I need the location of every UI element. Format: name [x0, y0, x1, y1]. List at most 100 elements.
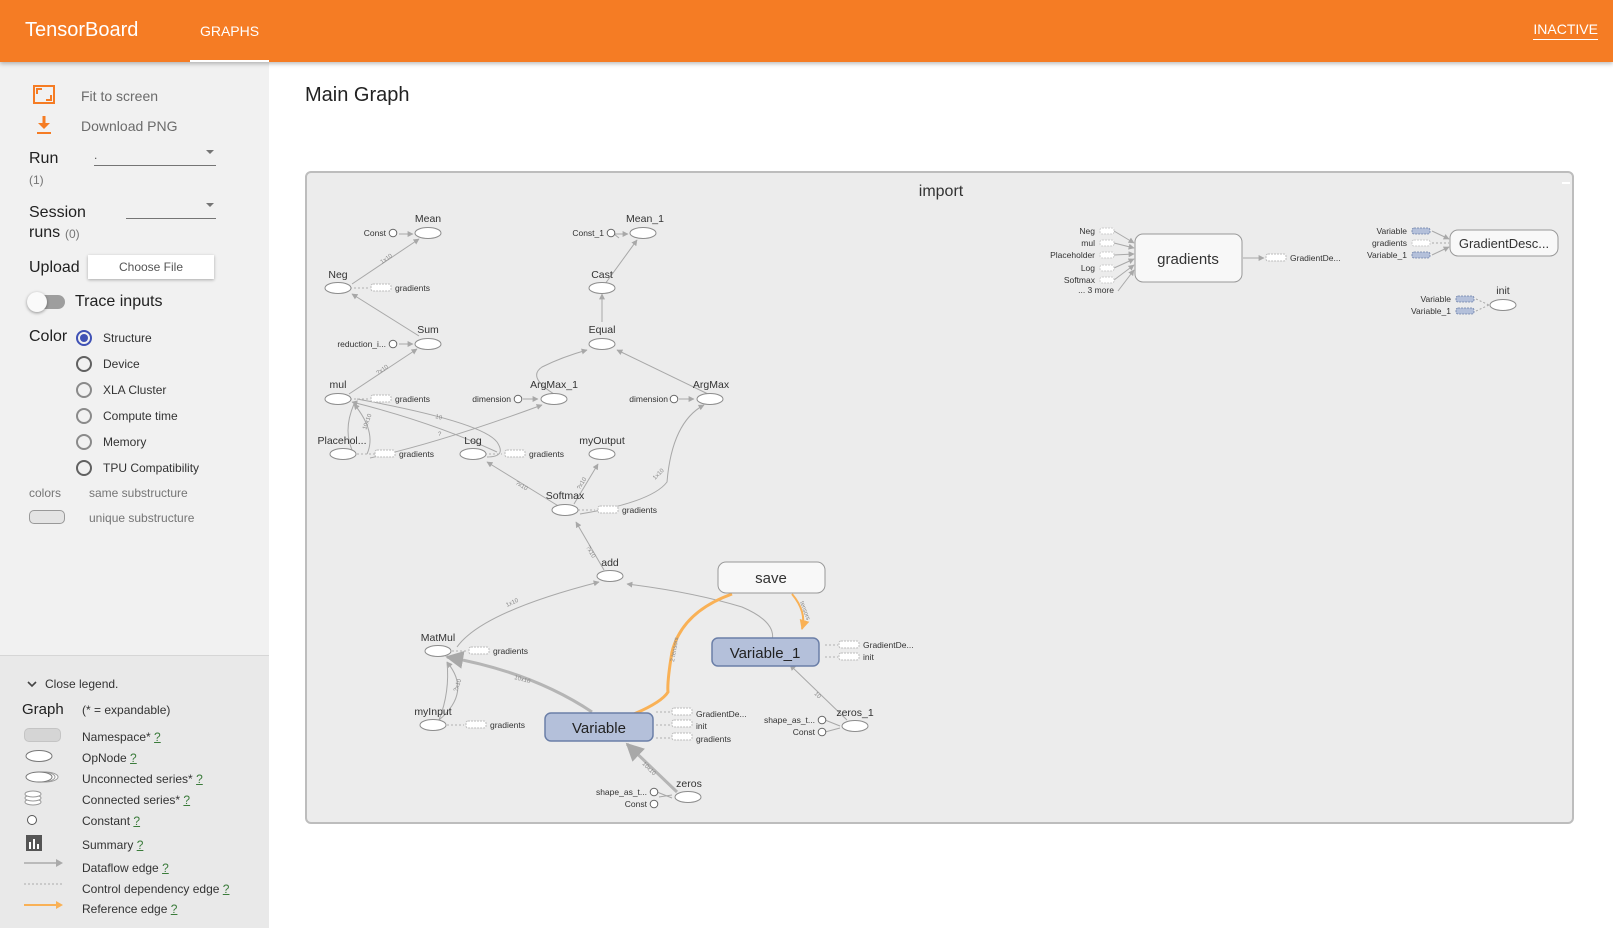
radio-structure[interactable]	[76, 330, 92, 346]
node-mean-1[interactable]	[629, 227, 657, 239]
run-select[interactable]: .	[94, 146, 216, 166]
color-option-structure[interactable]: Structure	[76, 330, 236, 348]
color-option-compute-time[interactable]: Compute time	[76, 408, 236, 426]
series-box[interactable]	[1099, 239, 1115, 247]
graph-namespace-import[interactable]: import	[305, 171, 1574, 824]
series-box[interactable]	[1099, 251, 1115, 259]
edge-label: 10x10	[362, 413, 373, 431]
series-box[interactable]	[671, 707, 693, 716]
radio-memory[interactable]	[76, 434, 92, 450]
radio-compute-time[interactable]	[76, 408, 92, 424]
node-variable-1[interactable]	[711, 637, 820, 667]
series-box[interactable]	[1411, 239, 1431, 247]
node-myinput[interactable]	[419, 719, 447, 731]
series-box[interactable]	[597, 505, 619, 514]
help-link[interactable]: ?	[154, 730, 161, 744]
fit-to-screen-button[interactable]: Fit to screen	[30, 84, 230, 108]
choose-file-button[interactable]: Choose File	[88, 255, 214, 279]
series-box[interactable]	[838, 652, 860, 661]
series-box[interactable]	[374, 449, 396, 458]
const-node[interactable]	[817, 727, 827, 737]
node-argmax-1[interactable]	[540, 393, 568, 405]
radio-tpu[interactable]	[76, 460, 92, 476]
node-init[interactable]	[1489, 299, 1517, 311]
color-option-xla-cluster[interactable]: XLA Cluster	[76, 382, 236, 400]
series-box[interactable]	[671, 719, 693, 728]
help-link[interactable]: ?	[133, 814, 141, 828]
help-link[interactable]: ?	[222, 882, 230, 896]
node-add[interactable]	[596, 570, 624, 582]
const-node[interactable]	[817, 715, 827, 725]
series-box[interactable]	[1411, 251, 1431, 259]
edge-label: 10	[813, 691, 822, 700]
op-nodes	[324, 227, 1517, 803]
series-box[interactable]	[468, 646, 490, 655]
series-box[interactable]	[370, 283, 392, 292]
help-link[interactable]: ?	[170, 902, 178, 916]
color-option-tpu[interactable]: TPU Compatibility	[76, 460, 236, 478]
tab-graphs[interactable]: GRAPHS	[190, 0, 269, 62]
node-sum[interactable]	[414, 338, 442, 350]
color-option-label: Compute time	[103, 409, 178, 423]
session-runs-select[interactable]	[126, 199, 216, 219]
node-gradients[interactable]	[1134, 233, 1243, 283]
edge	[616, 349, 709, 395]
radio-device[interactable]	[76, 356, 92, 372]
series-box[interactable]	[1099, 276, 1115, 284]
graph-canvas[interactable]: import	[307, 173, 1572, 822]
label: mul	[330, 379, 347, 391]
label: gradients	[395, 283, 430, 293]
download-png-button[interactable]: Download PNG	[30, 114, 230, 138]
help-link[interactable]: ?	[162, 861, 169, 875]
node-variable[interactable]	[544, 712, 654, 742]
legend-item-summary: Summary ?	[82, 838, 144, 852]
node-neg[interactable]	[324, 282, 352, 294]
node-argmax[interactable]	[696, 393, 724, 405]
radio-xla-cluster[interactable]	[76, 382, 92, 398]
const-node[interactable]	[606, 228, 616, 238]
trace-inputs-toggle[interactable]	[27, 292, 65, 312]
inactive-dropdown[interactable]: INACTIVE	[1533, 21, 1598, 40]
help-link[interactable]: ?	[196, 772, 203, 786]
node-mean[interactable]	[414, 227, 442, 239]
label: Const	[625, 799, 648, 809]
color-option-memory[interactable]: Memory	[76, 434, 236, 452]
const-node[interactable]	[669, 394, 679, 404]
node-log[interactable]	[459, 448, 487, 460]
series-box[interactable]	[1455, 307, 1475, 315]
node-gradientdescent[interactable]	[1449, 229, 1559, 257]
session-label: Session	[29, 204, 86, 221]
node-mul[interactable]	[324, 393, 352, 405]
help-link[interactable]: ?	[183, 793, 191, 807]
const-node[interactable]	[388, 339, 398, 349]
node-equal[interactable]	[588, 338, 616, 350]
node-softmax[interactable]	[551, 504, 579, 516]
const-node[interactable]	[388, 228, 398, 238]
series-box[interactable]	[1411, 227, 1431, 235]
same-substructure-label: same substructure	[89, 486, 188, 500]
series-box[interactable]	[1455, 295, 1475, 303]
series-box[interactable]	[838, 640, 860, 649]
series-box[interactable]	[1099, 264, 1115, 272]
color-option-device[interactable]: Device	[76, 356, 236, 374]
node-zeros[interactable]	[674, 791, 702, 803]
series-box[interactable]	[671, 732, 693, 741]
series-box[interactable]	[504, 449, 526, 458]
help-link[interactable]: ?	[136, 838, 144, 852]
series-box[interactable]	[1099, 227, 1115, 235]
const-node[interactable]	[513, 394, 523, 404]
label: ArgMax_1	[530, 379, 578, 391]
series-box[interactable]	[465, 720, 487, 729]
node-save[interactable]	[717, 561, 826, 594]
const-node[interactable]	[649, 799, 659, 809]
node-myoutput[interactable]	[588, 448, 616, 460]
series-box[interactable]	[370, 394, 392, 403]
node-cast[interactable]	[588, 282, 616, 294]
help-link[interactable]: ?	[130, 751, 137, 765]
node-matmul[interactable]	[424, 645, 452, 657]
const-node[interactable]	[649, 787, 659, 797]
close-legend-button[interactable]: Close legend.	[24, 676, 144, 692]
node-placeholder[interactable]	[329, 448, 357, 460]
node-zeros-1[interactable]	[841, 720, 869, 732]
series-box[interactable]	[1265, 253, 1287, 262]
